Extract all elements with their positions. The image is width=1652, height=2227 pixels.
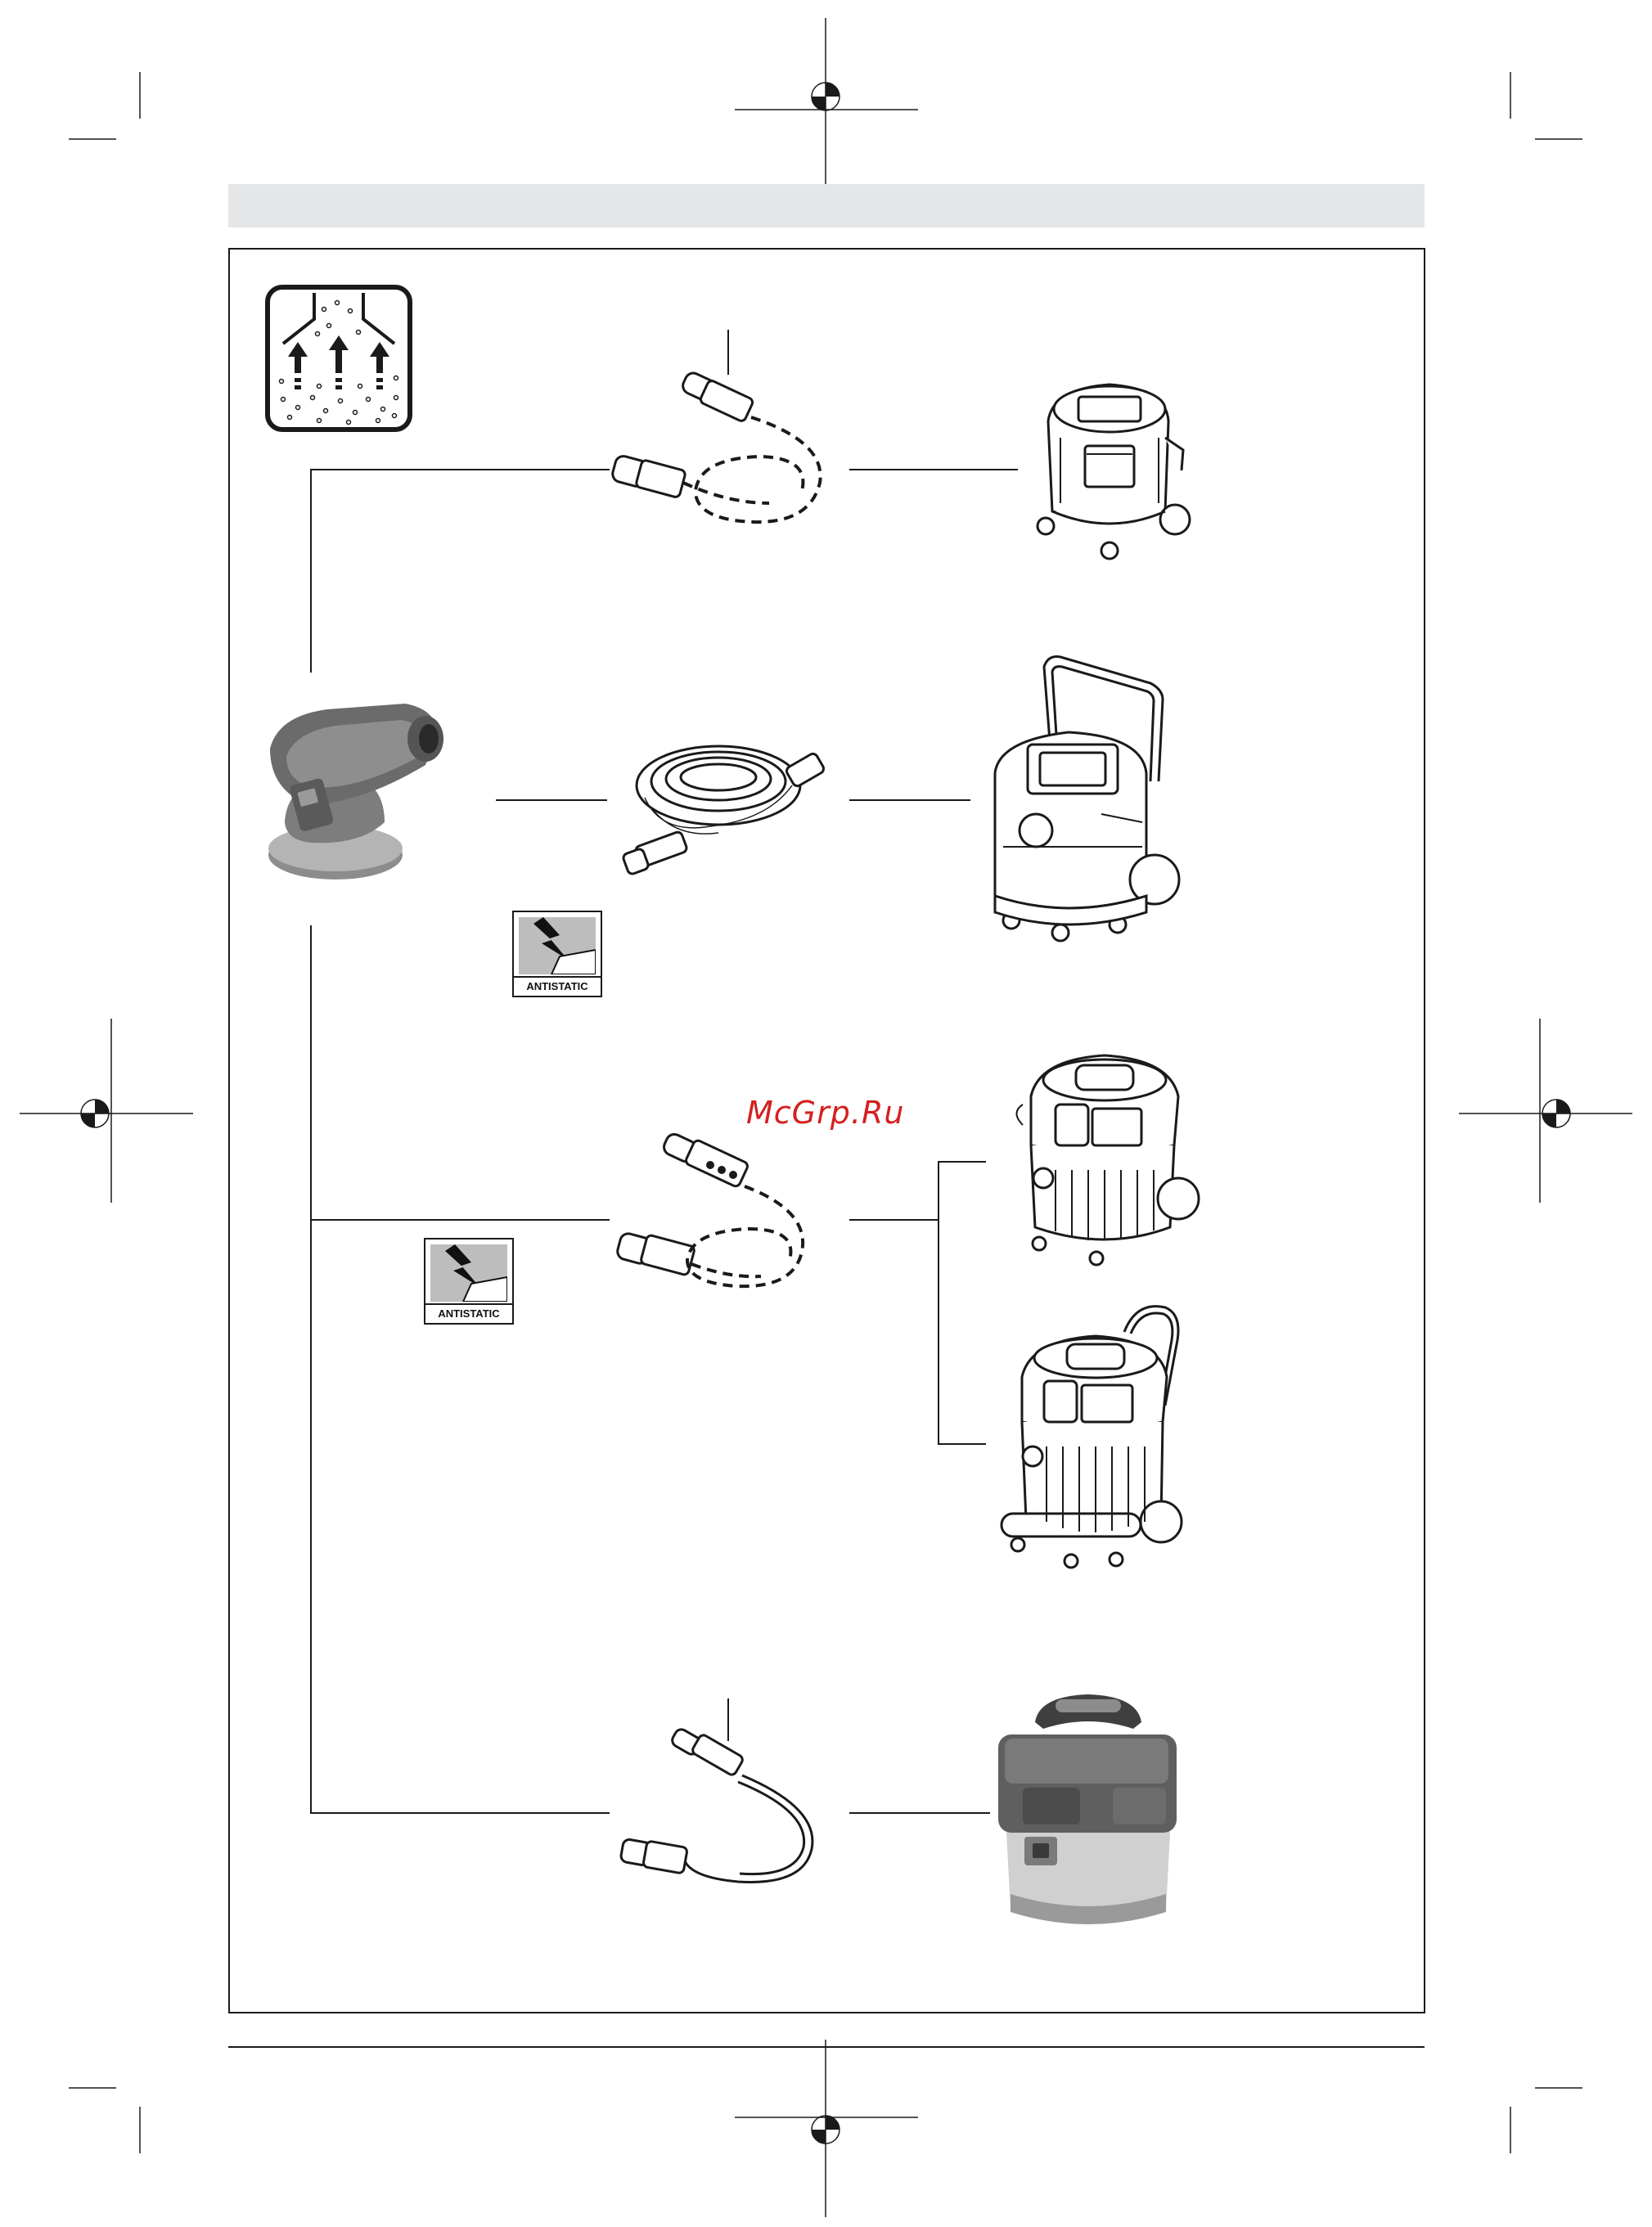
vacuum-cleaner-illustration	[979, 650, 1191, 953]
lightning-icon	[430, 1244, 507, 1302]
extraction-hose-illustration	[615, 1726, 828, 1890]
lightning-icon	[519, 917, 596, 974]
random-orbit-sander-illustration	[262, 700, 458, 888]
extraction-hose-illustration	[605, 368, 851, 548]
vacuum-cleaner-illustration	[990, 1689, 1186, 1935]
antistatic-label: ANTISTATIC	[514, 976, 601, 996]
vacuum-cleaner-illustration	[993, 1299, 1190, 1586]
antistatic-label: ANTISTATIC	[425, 1303, 512, 1323]
extraction-hose-illustration	[614, 1129, 826, 1301]
vacuum-cleaner-illustration	[1028, 372, 1191, 569]
watermark: McGrp.Ru	[746, 1095, 904, 1131]
antistatic-badge: ANTISTATIC	[512, 911, 602, 997]
extraction-hose-illustration	[620, 736, 833, 884]
vacuum-cleaner-illustration	[1006, 1047, 1195, 1268]
dust-extraction-icon	[265, 285, 412, 432]
antistatic-badge: ANTISTATIC	[424, 1238, 514, 1325]
